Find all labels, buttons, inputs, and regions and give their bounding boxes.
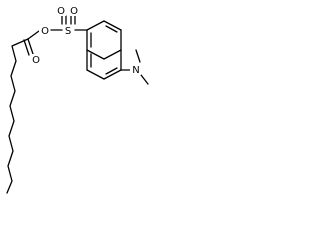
bond [86,49,105,60]
bond [103,20,122,31]
atom-label-ester-oxygen: O [41,26,49,37]
alkyl-chain [6,38,29,194]
atom-label-sulfur: S [65,26,71,37]
bond-n-methyl-up [135,49,141,63]
atom-label-sulfonyl-oxygen: O [70,6,78,17]
atom-label-nitrogen: N [132,65,139,76]
atom-labels: O O S O O N [31,5,141,76]
bond [86,20,105,31]
atom-label-sulfonyl-oxygen: O [57,6,65,17]
naphthalene-ring-a [86,20,122,60]
naphthalene-ring-b [86,49,122,80]
ester-and-chain [6,30,40,194]
dimethylamino-group [120,49,149,85]
double-bond-inner [105,25,118,33]
sulfonyl-group [50,15,88,31]
bond [86,69,105,80]
structure-diagram: O O S O O N [0,0,150,197]
atom-label-carbonyl-oxygen: O [32,55,40,66]
structure-svg: O O S O O N [6,5,149,194]
bond [103,69,122,80]
double-bond-inner [105,67,118,75]
bond-n-methyl-down [140,74,149,85]
carbonyl-double-bond [23,39,30,56]
bond-o-to-carbonyl-c [27,30,40,40]
bond [103,49,122,60]
carbonyl-double-bond [27,38,34,55]
